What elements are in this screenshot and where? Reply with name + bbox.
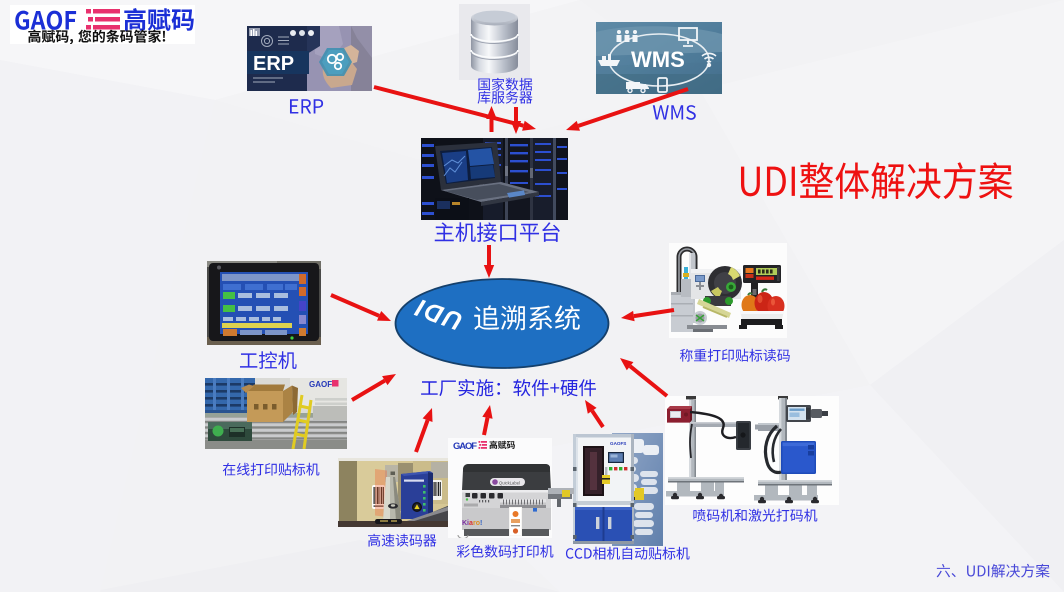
svg-text:ERP: ERP bbox=[253, 53, 294, 75]
svg-text:a: a bbox=[469, 520, 473, 527]
svg-text:ro: ro bbox=[473, 520, 480, 527]
svg-text:QuickLabel: QuickLabel bbox=[499, 481, 520, 486]
svg-text:!: ! bbox=[480, 520, 482, 527]
svg-text:Ki: Ki bbox=[462, 520, 469, 527]
svg-text:GAOF: GAOF bbox=[309, 380, 332, 389]
svg-text:WMS: WMS bbox=[631, 47, 685, 72]
svg-text:GAOF: GAOF bbox=[453, 441, 477, 452]
svg-text:GAOFS: GAOFS bbox=[610, 441, 626, 446]
